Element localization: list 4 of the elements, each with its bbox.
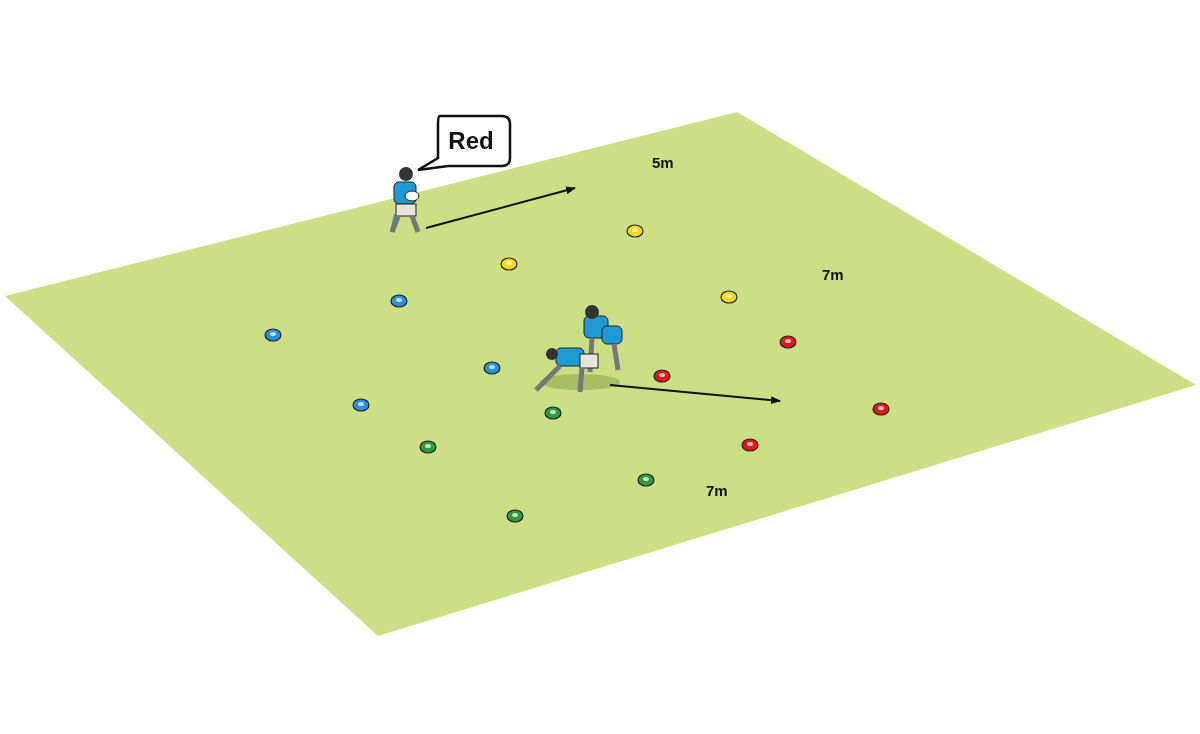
distance-label: 7m xyxy=(822,266,844,283)
speech-bubble: Red xyxy=(416,114,512,172)
distance-label: 7m xyxy=(706,482,728,499)
distance-label: 5m xyxy=(652,154,674,171)
